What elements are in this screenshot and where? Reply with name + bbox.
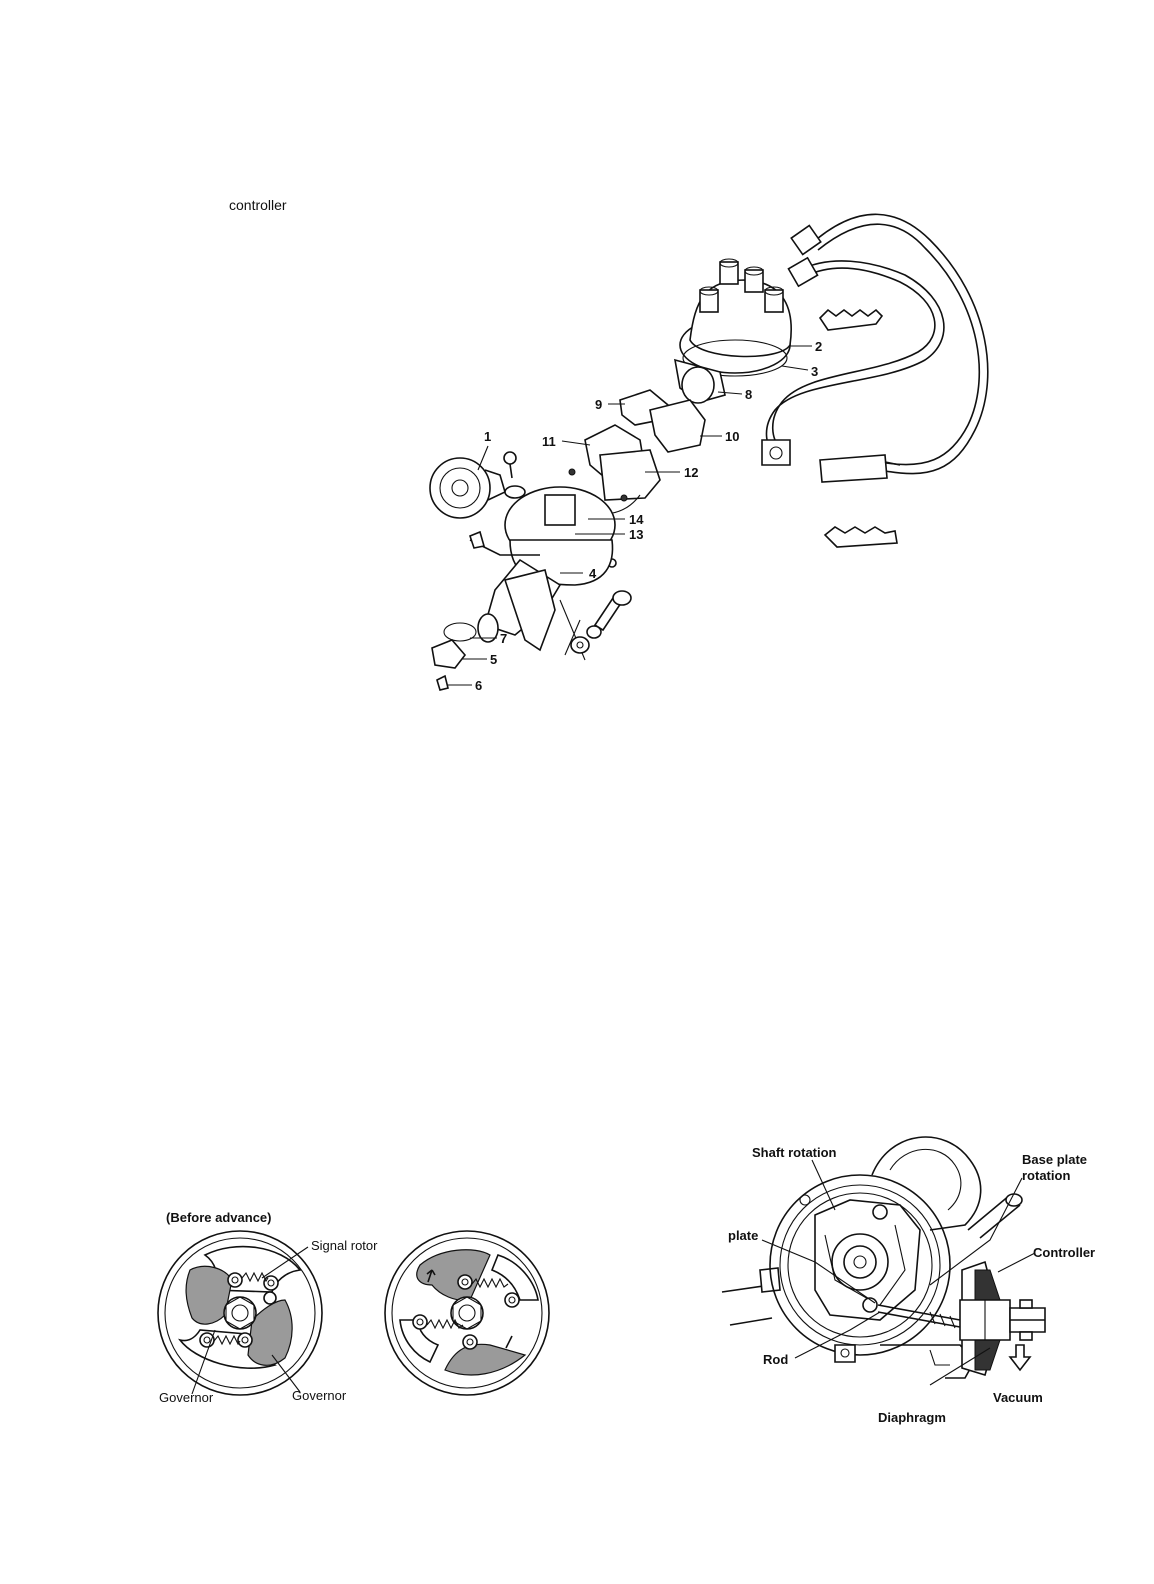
part-label-12: 12 (684, 465, 698, 480)
ignition-cables (762, 214, 988, 482)
part-label-5: 5 (490, 652, 497, 667)
cable-clips (820, 310, 897, 547)
part-label-7: 7 (500, 631, 507, 646)
part-label-2: 2 (815, 339, 822, 354)
part-label-6: 6 (475, 678, 482, 693)
governor-label-left: Governor (159, 1390, 214, 1405)
vacuum-label: Vacuum (993, 1390, 1043, 1405)
shaft-parts (432, 614, 498, 690)
part-label-4: 4 (589, 566, 597, 581)
part-label-8: 8 (745, 387, 752, 402)
mounting-bolt (571, 591, 631, 653)
before-advance-caption: (Before advance) (166, 1210, 271, 1225)
vacuum-diagram-leaders (762, 1160, 1035, 1385)
controller-label: Controller (1033, 1245, 1095, 1260)
base-plate-rotation-label-line2: rotation (1022, 1168, 1070, 1183)
governor-after-advance (385, 1231, 549, 1395)
lower-housing (880, 1345, 975, 1378)
diaphragm-label: Diaphragm (878, 1410, 946, 1425)
housing-detail (930, 1350, 950, 1365)
vacuum-arrow-icon (1010, 1345, 1030, 1370)
mounting-flange (872, 1137, 981, 1230)
top-tube (968, 1194, 1022, 1238)
part-label-13: 13 (629, 527, 643, 542)
part-label-1: 1 (484, 429, 491, 444)
part-label-11: 11 (542, 434, 556, 449)
part-label-10: 10 (725, 429, 739, 444)
distributor-body (770, 1175, 950, 1362)
left-housing (722, 1268, 780, 1325)
part-label-9: 9 (595, 397, 602, 412)
signal-rotor-label: Signal rotor (311, 1238, 378, 1253)
plate-label: plate (728, 1228, 758, 1243)
distributor-cap (680, 259, 791, 373)
governor-before-advance (158, 1231, 322, 1395)
governor-label-right: Governor (292, 1388, 347, 1403)
exploded-view-diagram: 1 2 3 4 5 6 7 8 9 10 11 12 13 14 (0, 0, 1154, 760)
part-label-3: 3 (811, 364, 818, 379)
shaft-rotation-label: Shaft rotation (752, 1145, 837, 1160)
base-plate-rotation-label-line1: Base plate (1022, 1152, 1087, 1167)
rod-label: Rod (763, 1352, 788, 1367)
vacuum-rod (878, 1305, 960, 1328)
vacuum-controller-body (960, 1262, 1045, 1375)
vacuum-controller (430, 458, 505, 518)
part-label-14: 14 (629, 512, 644, 527)
